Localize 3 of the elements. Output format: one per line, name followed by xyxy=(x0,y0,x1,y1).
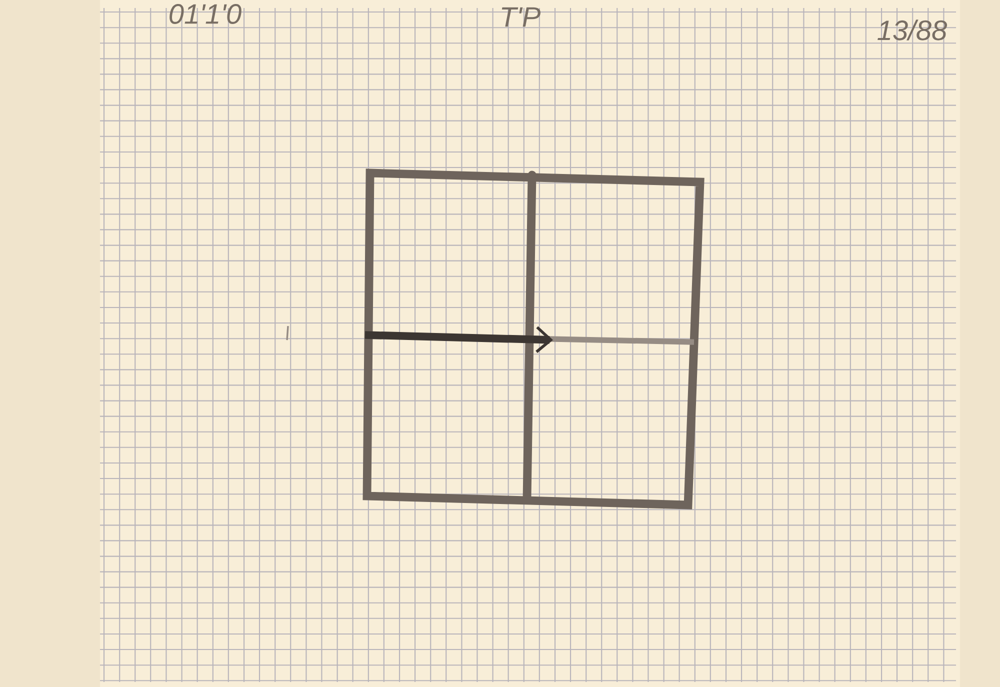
handwritten-note: 01'1'0 xyxy=(170,4,242,24)
handwritten-note: 13/88 xyxy=(878,20,948,40)
handwritten-note: T'P xyxy=(502,7,540,27)
